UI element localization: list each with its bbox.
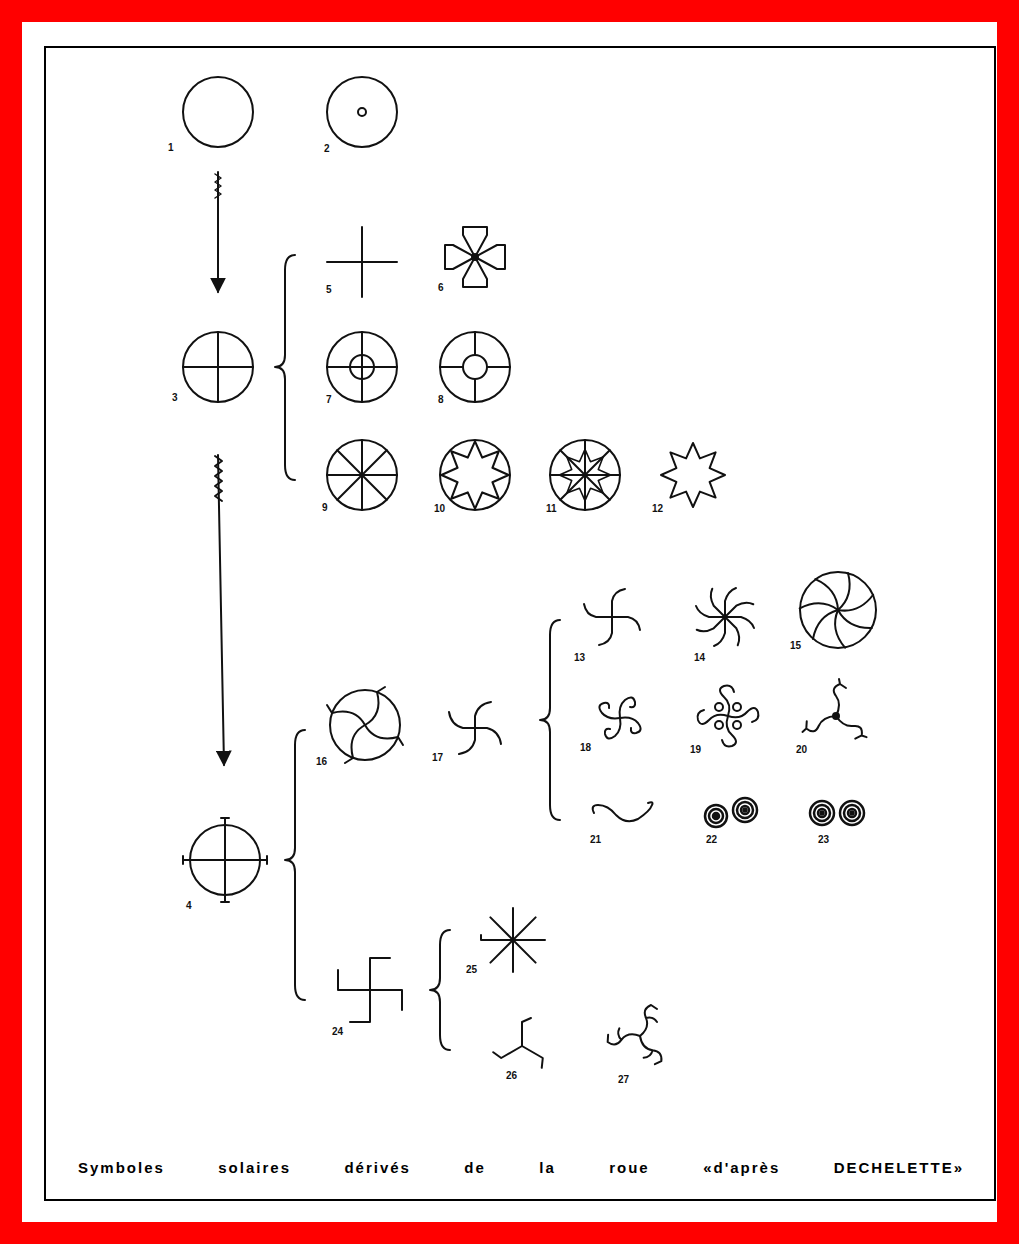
star-wheel-symbol — [440, 440, 510, 510]
serpent-symbol — [799, 679, 869, 743]
caption: Symboles solaires dérivés de la roue «d'… — [78, 1158, 964, 1178]
callout-number: 21 — [590, 834, 601, 846]
callout-number: 27 — [618, 1074, 629, 1086]
callout-number: 23 — [818, 834, 829, 846]
callout-number: 8 — [438, 394, 444, 406]
circle-dot-symbol — [327, 77, 397, 147]
double-spiral-symbol — [705, 798, 757, 827]
callout-number: 1 — [168, 142, 174, 154]
asterisk-symbol — [481, 908, 545, 972]
callout-number: 15 — [790, 640, 801, 652]
wheel-symbol — [183, 818, 267, 902]
hooked-star-symbol — [696, 588, 754, 646]
callout-number: 22 — [706, 834, 717, 846]
triskele-symbol — [493, 1018, 546, 1068]
callout-number: 19 — [690, 744, 701, 756]
callout-number: 9 — [322, 502, 328, 514]
curved-wheel-symbol — [327, 687, 403, 763]
callout-number: 3 — [172, 392, 178, 404]
star-symbol — [661, 443, 725, 507]
brace — [430, 930, 450, 1050]
callout-number: 14 — [694, 652, 705, 664]
derivation-arrow — [215, 455, 224, 765]
callout-number: 2 — [324, 143, 330, 155]
brace — [540, 620, 560, 820]
double-spiral-symbol — [810, 801, 864, 825]
inner-border — [45, 47, 995, 1200]
red-frame — [11, 11, 1008, 1233]
s-spiral-symbol — [593, 802, 653, 821]
cross-symbol — [327, 227, 397, 297]
brace — [285, 730, 305, 1000]
callout-number: 16 — [316, 756, 327, 768]
star-wheel-symbol — [550, 440, 620, 510]
callout-number: 17 — [432, 752, 443, 764]
callout-number: 4 — [186, 900, 192, 912]
callout-number: 20 — [796, 744, 807, 756]
wheel-symbol — [327, 332, 397, 402]
wheel-symbol — [440, 332, 510, 402]
spiral-cross-symbol — [698, 686, 759, 747]
maltese-symbol — [445, 227, 505, 287]
callout-number: 18 — [580, 742, 591, 754]
callout-number: 6 — [438, 282, 444, 294]
wheel-symbol — [183, 332, 253, 402]
wheel-symbol — [327, 440, 397, 510]
callout-number: 26 — [506, 1070, 517, 1082]
callout-number: 25 — [466, 964, 477, 976]
circle-symbol — [183, 77, 253, 147]
brace — [275, 255, 295, 480]
spiral-cross-symbol — [599, 697, 640, 738]
callout-number: 12 — [652, 503, 663, 515]
callout-number: 11 — [546, 503, 557, 515]
hooked-cross-symbol — [584, 589, 640, 645]
derivation-arrow — [215, 172, 221, 292]
callout-number: 7 — [326, 394, 332, 406]
callout-number: 5 — [326, 284, 332, 296]
triskele-symbol — [605, 1005, 667, 1066]
swastika-symbol — [338, 958, 402, 1022]
callout-number: 24 — [332, 1026, 343, 1038]
flyfot-symbol — [449, 702, 501, 754]
callout-number: 13 — [574, 652, 585, 664]
callout-number: 10 — [434, 503, 445, 515]
curved-wheel-symbol — [799, 572, 876, 648]
